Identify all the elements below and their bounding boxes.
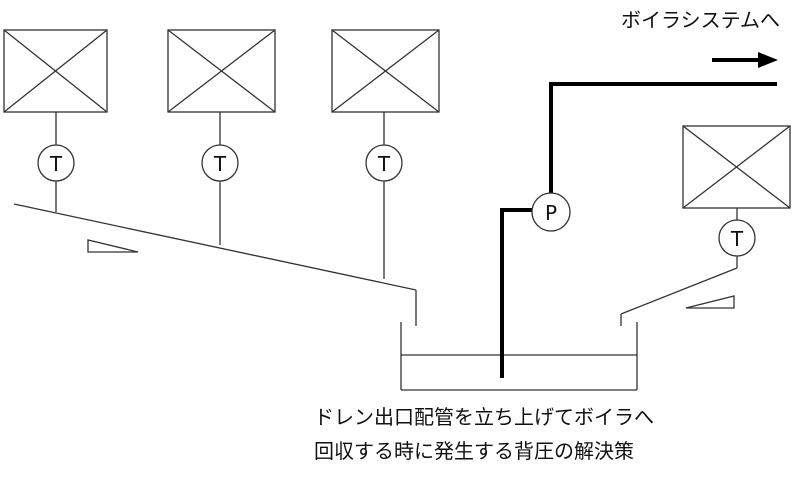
- equipment-unit-4: [682, 125, 791, 209]
- pump-symbol: P: [545, 201, 557, 225]
- caption-line-1: ドレン出口配管を立ち上げてボイラへ: [314, 405, 654, 429]
- slope-indicator-right: [685, 295, 735, 309]
- steam-trap-4: T: [718, 219, 756, 257]
- slope-indicator-left: [87, 239, 139, 253]
- equipment-unit-2: [167, 29, 276, 113]
- steam-trap-2: T: [201, 144, 239, 182]
- equipment-unit-1: [3, 29, 108, 113]
- trap-symbol-4: T: [730, 227, 744, 251]
- receiving-tank: [400, 322, 638, 391]
- equipment-unit-3: [331, 29, 440, 113]
- drain-pipe-right: [620, 256, 738, 326]
- steam-trap-1: T: [37, 144, 75, 182]
- pump: P: [531, 192, 571, 232]
- trap-symbol-2: T: [213, 152, 227, 176]
- trap-symbol-3: T: [377, 152, 391, 176]
- drain-header-left: [13, 203, 417, 326]
- boiler-system-label: ボイラシステムへ: [621, 8, 780, 32]
- flow-arrow-icon: [712, 52, 778, 68]
- boiler-return-pipe: [500, 82, 777, 378]
- steam-trap-3: T: [365, 144, 403, 182]
- trap-symbol-1: T: [49, 152, 63, 176]
- caption-line-2: 回収する時に発生する背圧の解決策: [314, 439, 634, 463]
